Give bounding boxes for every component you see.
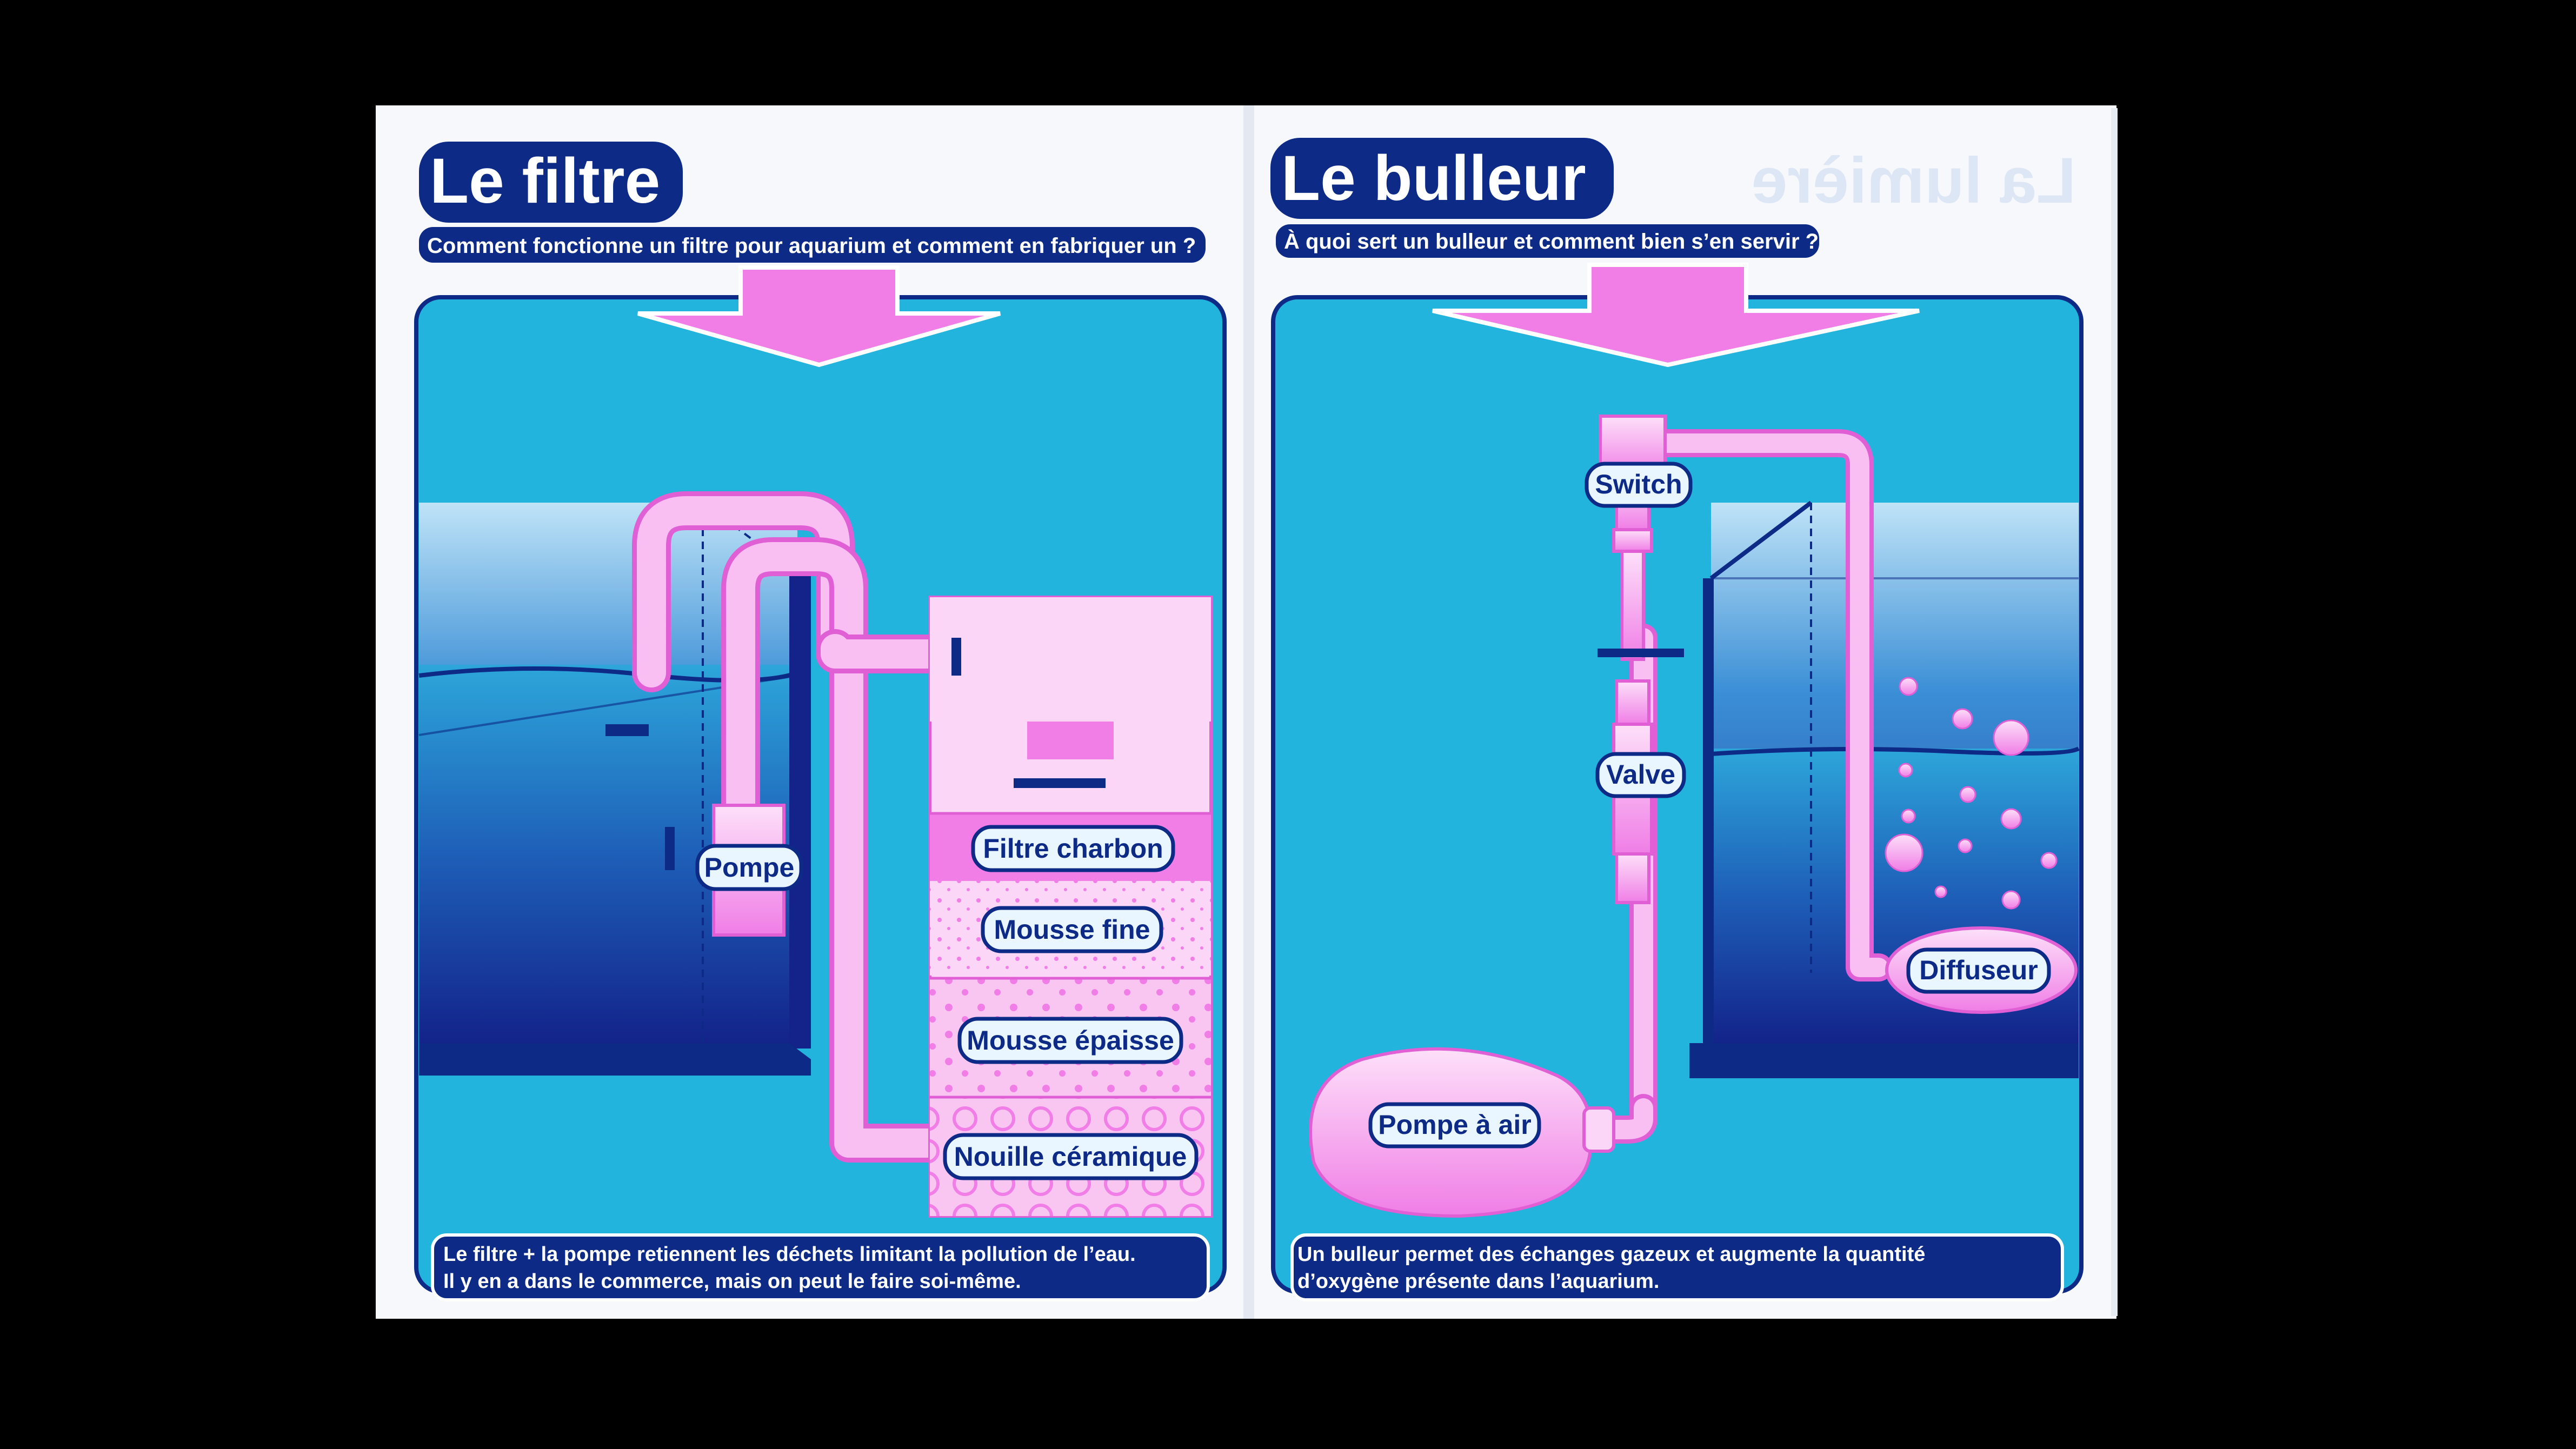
right-subtitle: À quoi sert un bulleur et comment bien s… [1284, 229, 1819, 253]
filter-box [928, 596, 1213, 1218]
right-footer: Un bulleur permet des échanges gazeux et… [1290, 1233, 2064, 1301]
show-through-title: La lumière [1752, 144, 2076, 217]
right-subtitle-pill: À quoi sert un bulleur et comment bien s… [1276, 224, 1819, 258]
flow-arrow-icon [1597, 649, 1684, 657]
svg-text:Mousse épaisse: Mousse épaisse [967, 1025, 1174, 1056]
svg-text:Mousse fine: Mousse fine [994, 914, 1150, 945]
svg-text:La lumière: La lumière [1752, 144, 2076, 217]
flow-arrow-icon [951, 638, 961, 676]
right-title-pill: Le bulleur [1270, 138, 1614, 219]
left-illustration: Pompe Filtre charbon Mousse fine Mousse … [414, 265, 1227, 1301]
left-subtitle: Comment fonctionne un filtre pour aquari… [427, 234, 1196, 258]
label-diffuser: Diffuseur [1906, 947, 2051, 994]
label-fine-foam: Mousse fine [981, 906, 1163, 953]
flow-arrow-icon [1014, 778, 1106, 788]
label-charcoal: Filtre charbon [971, 825, 1175, 872]
svg-text:Un bulleur permet des échanges: Un bulleur permet des échanges gazeux et… [1297, 1243, 1925, 1266]
right-title: Le bulleur [1281, 143, 1586, 214]
page-edge [2111, 108, 2118, 1316]
svg-text:Il y en a dans le commerce, ma: Il y en a dans le commerce, mais on peut… [443, 1270, 1021, 1293]
down-arrow-icon [1432, 263, 1920, 368]
left-title: Le filtre [430, 145, 660, 217]
left-subtitle-pill: Comment fonctionne un filtre pour aquari… [419, 227, 1206, 263]
svg-text:Nouille céramique: Nouille céramique [954, 1141, 1187, 1172]
svg-text:Switch: Switch [1595, 469, 1682, 499]
filter-pipes [632, 491, 966, 1163]
spine [1243, 105, 1254, 1319]
bubbles [1885, 677, 2058, 910]
svg-text:Valve: Valve [1606, 759, 1675, 790]
label-ceramic: Nouille céramique [943, 1133, 1199, 1180]
left-footer: Le filtre + la pompe retiennent les déch… [431, 1233, 1210, 1301]
label-thick-foam: Mousse épaisse [957, 1017, 1183, 1064]
flow-arrow-icon [605, 724, 649, 736]
label-switch: Switch [1585, 462, 1693, 508]
left-title-pill: Le filtre [419, 142, 683, 223]
down-arrow-icon [637, 265, 1001, 368]
svg-text:Filtre charbon: Filtre charbon [983, 833, 1163, 864]
flow-arrow-icon [665, 827, 675, 870]
svg-text:Diffuseur: Diffuseur [1919, 955, 2038, 985]
svg-text:d’oxygène présente dans l’aqua: d’oxygène présente dans l’aquarium. [1297, 1270, 1659, 1293]
svg-text:Pompe à air: Pompe à air [1378, 1110, 1531, 1140]
svg-text:Pompe: Pompe [704, 852, 795, 883]
label-valve: Valve [1595, 752, 1686, 798]
svg-text:Le filtre + la pompe retiennen: Le filtre + la pompe retiennent les déch… [443, 1243, 1136, 1266]
right-illustration: Switch Valve Diffuseur Pompe à air Un bu… [1271, 263, 2084, 1301]
label-air-pump: Pompe à air [1368, 1102, 1541, 1148]
label-pump: Pompe [695, 844, 803, 891]
